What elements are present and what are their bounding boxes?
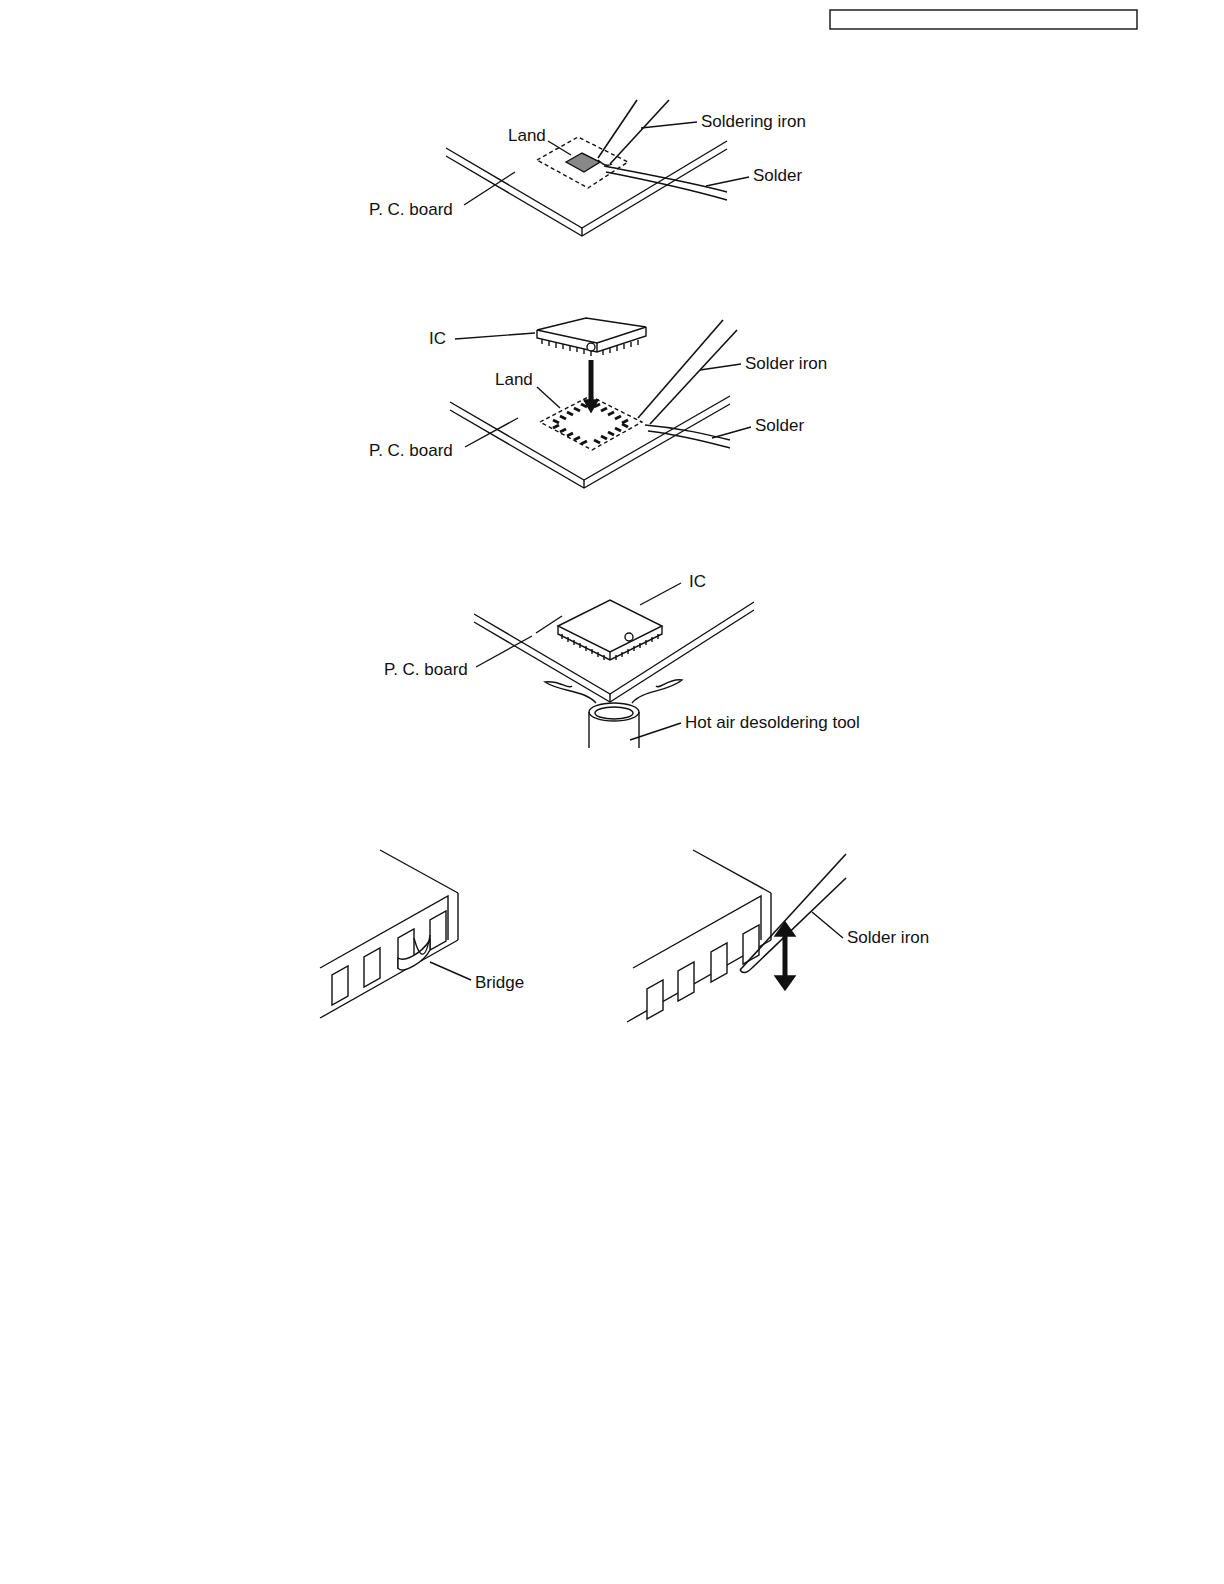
material-label: Solder	[754, 416, 805, 436]
part-label: Land	[494, 370, 534, 390]
tool-label: Soldering iron	[700, 112, 807, 132]
defect-label: Bridge	[474, 973, 525, 993]
tool-label: Solder iron	[744, 354, 828, 374]
board-label: P. C. board	[368, 200, 454, 220]
panel-bridge	[320, 850, 471, 1018]
part-label: Land	[507, 126, 547, 146]
panel-remove-bridge	[627, 850, 846, 1022]
part-label: IC	[428, 329, 447, 349]
board-label: P. C. board	[383, 660, 469, 680]
header-box	[830, 10, 1137, 29]
tool-label: Solder iron	[846, 928, 930, 948]
material-label: Solder	[752, 166, 803, 186]
part-label: IC	[688, 572, 707, 592]
tool-label: Hot air desoldering tool	[684, 713, 861, 733]
board-label: P. C. board	[368, 441, 454, 461]
panel-place-ic	[450, 318, 751, 488]
